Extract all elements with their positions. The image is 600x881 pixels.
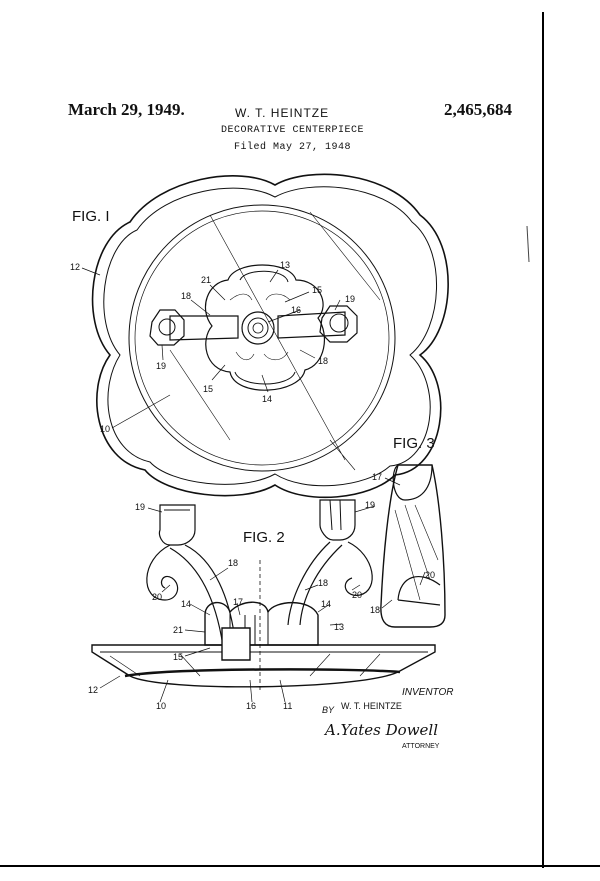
inventor-label: INVENTOR [402,687,454,698]
fig1-label: FIG. I [72,208,110,225]
fig3-label: FIG. 3 [393,435,435,452]
ref-19: 19 [365,500,375,510]
inventor-name: W. T. HEINTZE [341,701,402,711]
attorney-label: ATTORNEY [402,743,440,750]
ref-17: 17 [233,597,243,607]
ref-12: 12 [70,262,80,272]
ref-14: 14 [321,599,331,609]
fig2-fig3-leaders [99,477,426,703]
scan-mark [526,225,530,263]
ref-18: 18 [181,291,191,301]
ref-12: 12 [88,685,98,695]
patent-number: 2,465,684 [444,100,512,119]
ref-20: 20 [425,570,435,580]
ref-10: 10 [156,701,166,711]
ref-11: 11 [283,701,292,711]
ref-18: 18 [370,605,380,615]
fig1-leaders [81,267,341,429]
ref-14: 14 [262,394,272,404]
ref-20: 20 [152,592,162,602]
ref-16: 16 [291,305,301,315]
inventor-header: W. T. HEINTZE [235,106,330,120]
filed-date: Filed May 27, 1948 [234,142,352,153]
patent-date: March 29, 1949. [68,100,185,119]
ref-21: 21 [201,275,211,285]
ref-10: 10 [100,424,110,434]
ref-13: 13 [334,622,344,632]
fig3-drawing [380,464,446,628]
ref-15: 15 [173,652,183,662]
ref-18: 18 [318,356,328,366]
ref-19: 19 [345,294,355,304]
patent-title: DECORATIVE CENTERPIECE [221,125,365,136]
by-label: BY [322,705,335,715]
ref-18: 18 [318,578,328,588]
ref-19: 19 [135,502,145,512]
ref-19: 19 [156,361,166,371]
fig2-drawing [91,499,436,690]
ref-13: 13 [280,260,290,270]
fig2-label: FIG. 2 [243,529,285,546]
attorney-signature: A.Yates Dowell [323,721,438,739]
ref-18: 18 [228,558,238,568]
fig1-drawing [91,173,449,499]
ref-16: 16 [246,701,256,711]
ref-15: 15 [312,285,322,295]
ref-21: 21 [173,625,183,635]
ref-15: 15 [203,384,213,394]
ref-17: 17 [372,472,382,482]
ref-20: 20 [352,590,362,600]
ref-14: 14 [181,599,191,609]
